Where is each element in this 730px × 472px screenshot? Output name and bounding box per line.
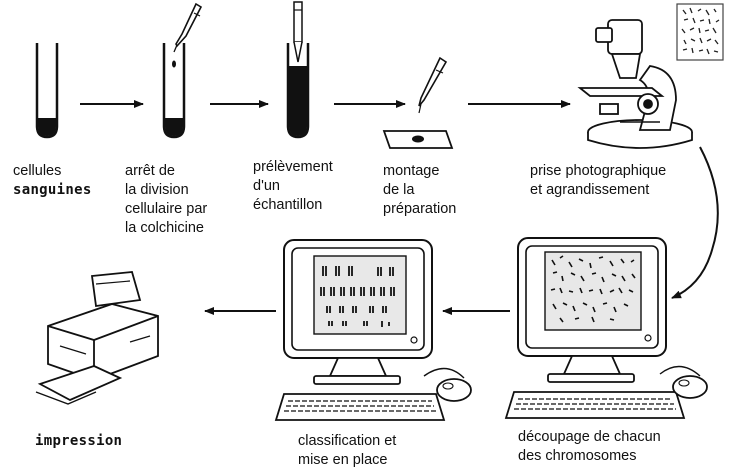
- label-classification: classification et mise en place: [298, 432, 396, 470]
- label-line: cellules: [13, 163, 62, 179]
- pipette-icon: [173, 2, 203, 53]
- label-line: prise photographique: [530, 163, 667, 179]
- label-line: arrêt de: [125, 163, 175, 179]
- microscope-icon: [577, 19, 693, 149]
- label-line: cellulaire par: [125, 201, 208, 217]
- label-arret: arrêt de la division cellulaire par la c…: [125, 162, 207, 238]
- label-line: classification et: [298, 433, 397, 449]
- label-line: préparation: [383, 201, 457, 217]
- chromosome-photo: [676, 3, 724, 61]
- label-line: la colchicine: [125, 220, 204, 236]
- label-cellules: cellules sanguines: [13, 162, 92, 200]
- label-prelevement: prélèvement d'un échantillon: [253, 158, 333, 215]
- test-tube-icon: [286, 43, 310, 139]
- label-line: impression: [35, 433, 123, 449]
- label-decoupage: découpage de chacun des chromosomes: [518, 428, 661, 466]
- label-impression: impression: [35, 432, 122, 451]
- label-prise: prise photographique et agrandissement: [530, 162, 666, 200]
- test-tube-icon: [35, 43, 59, 139]
- process-arrows: [80, 100, 719, 315]
- microscope-slide-icon: [382, 130, 454, 149]
- pipette-icon: [418, 56, 448, 114]
- label-line: des chromosomes: [518, 448, 637, 464]
- computer-icon: [504, 237, 708, 419]
- label-line: découpage de chacun: [518, 429, 661, 445]
- label-line: montage: [383, 163, 440, 179]
- label-line: de la: [383, 182, 415, 198]
- printer-icon: [35, 271, 159, 405]
- label-line: sanguines: [13, 182, 92, 198]
- label-line: la division: [125, 182, 189, 198]
- pipette-icon: [293, 1, 303, 63]
- label-line: mise en place: [298, 452, 388, 468]
- label-line: prélèvement: [253, 159, 333, 175]
- label-line: d'un: [253, 178, 280, 194]
- computer-icon: [274, 239, 472, 421]
- label-montage: montage de la préparation: [383, 162, 456, 219]
- label-line: et agrandissement: [530, 182, 650, 198]
- test-tube-icon: [162, 43, 186, 139]
- label-line: échantillon: [253, 197, 323, 213]
